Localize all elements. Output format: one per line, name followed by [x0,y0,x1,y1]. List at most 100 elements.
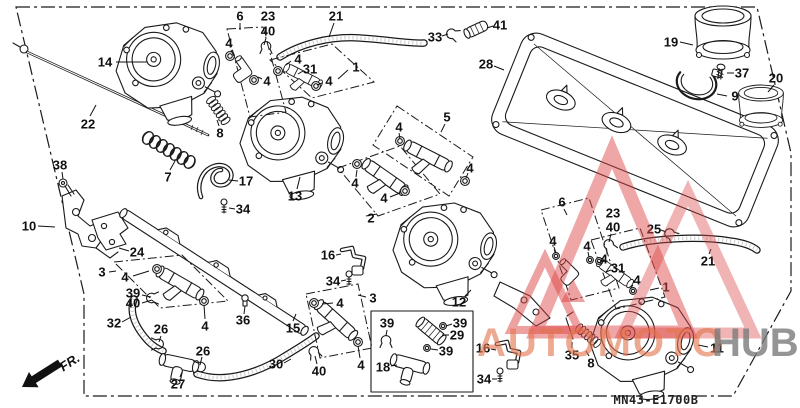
leader-line [283,358,292,364]
diagram-border [15,6,792,397]
watermark-text-primary: AUTOMOTO [477,321,725,365]
leader-line [118,247,130,252]
group-box-3-right [305,283,373,359]
screw-34-b [345,270,353,286]
leader-line [228,179,239,182]
leader-line [121,316,132,323]
part-label-27: 27 [171,377,185,392]
part-label-4: 4 [633,273,641,288]
watermark-triangle-solid [561,279,585,302]
leader-line [89,104,97,117]
part-label-34: 34 [236,202,251,217]
leader-line [216,119,220,127]
carburetor-14 [108,14,234,135]
leader-line [355,169,358,178]
part-label-26: 26 [196,344,210,359]
part-label-4: 4 [121,270,129,285]
fr-direction-indicator: FR. [22,350,82,388]
part-label-4: 4 [263,74,271,89]
leader-line [365,213,378,217]
part-label-29: 29 [450,328,464,343]
leader-line [697,344,709,348]
part-label-5: 5 [443,110,450,125]
fuel-rail-15 [119,208,309,336]
part-label-31: 31 [611,261,625,276]
leader-line [553,246,557,254]
air-funnel-19 [694,5,752,60]
part-label-3: 3 [369,291,376,306]
leader-line [199,356,203,366]
part-label-13: 13 [288,189,302,204]
part-label-4: 4 [357,358,365,373]
leader-line [179,371,183,378]
spring-8-left [204,94,232,127]
part-label-4: 4 [225,36,233,51]
leader-line [389,192,401,198]
leader-line [660,229,667,233]
leader-line [493,65,505,71]
part-label-21: 21 [701,254,715,269]
leader-line [486,25,494,29]
leader-line [328,22,335,38]
leader-line [767,84,775,93]
part-label-17: 17 [239,174,253,189]
screw-34-c [496,367,504,383]
leader-line [314,355,318,365]
part-label-9: 9 [731,89,738,104]
part-label-23: 23 [261,9,275,24]
part-label-4: 4 [466,161,474,176]
leader-line [228,207,236,210]
part-label-30: 30 [269,357,283,372]
leader-line [649,287,660,291]
leader-line [440,123,446,133]
inset-box [370,310,474,393]
part-label-4: 4 [351,176,359,191]
leader-line [263,37,267,46]
part-label-10: 10 [22,219,36,234]
hose-21-top [276,33,428,61]
part-label-22: 22 [81,117,95,132]
part-label-16: 16 [476,341,490,356]
part-label-32: 32 [107,316,121,331]
leader-line [132,270,150,277]
pipe-29 [415,316,447,346]
leader-line [292,313,297,322]
group-box-1-top [268,43,376,99]
leader-line [385,329,388,337]
leader-line [230,49,235,57]
part-label-11: 11 [710,341,724,356]
leader-line [37,225,56,228]
part-label-1: 1 [662,280,669,295]
leader-line [445,323,453,327]
part-label-39: 39 [380,316,394,331]
leader-line [587,251,590,258]
part-label-34: 34 [326,274,341,289]
part-label-39: 39 [439,344,453,359]
leader-line [61,171,64,180]
leader-line [629,284,634,290]
part-label-21: 21 [329,9,343,24]
group-box-5 [372,105,474,197]
leader-line [430,348,439,351]
leader-line [203,304,206,320]
hose-30 [193,332,320,382]
part-label-16: 16 [321,248,335,263]
part-label-14: 14 [98,55,113,70]
leader-line [605,269,612,273]
leader-line [141,299,153,304]
leader-line [464,289,472,297]
part-label-4: 4 [294,52,302,67]
leader-line [297,70,304,75]
part-label-2: 2 [367,211,374,226]
part-label-33: 33 [428,30,442,45]
wire-bracket-17 [196,162,234,200]
leader-line [716,93,728,97]
sensor-bracket-16-upper [339,245,367,276]
leader-line [398,132,401,140]
leader-line [563,208,568,216]
leader-line [169,160,176,171]
hose-21-right [619,234,761,254]
